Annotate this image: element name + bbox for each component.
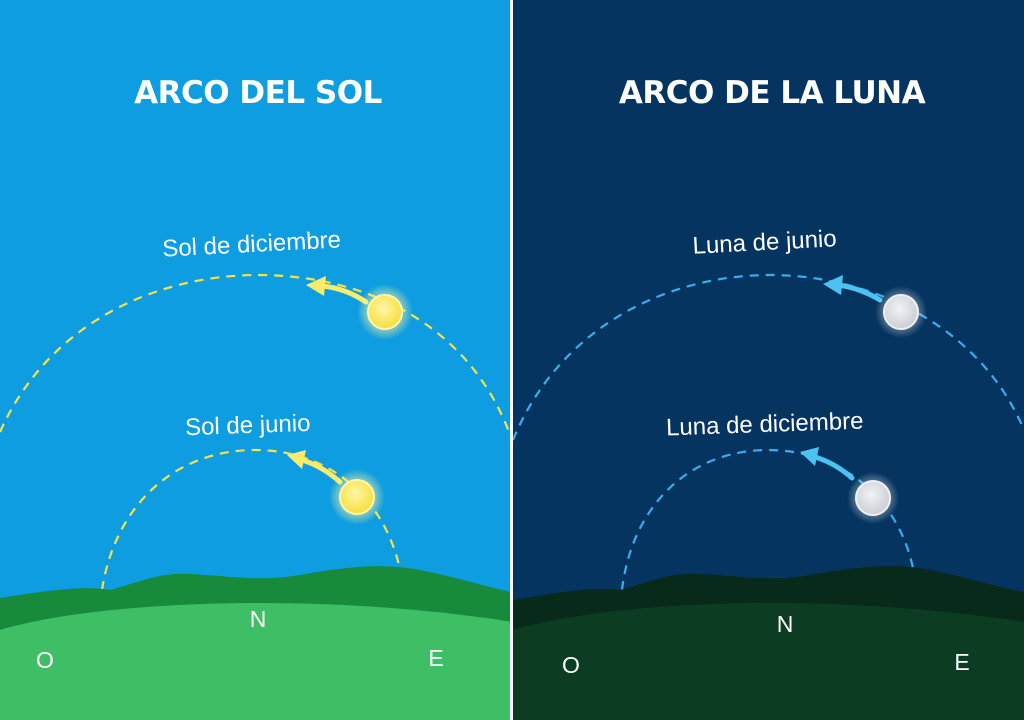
moon-front-hill	[513, 603, 1024, 720]
moon-direction-east: E	[954, 649, 969, 675]
moon-direction-west: O	[562, 652, 580, 678]
sun-direction-east: E	[428, 645, 443, 671]
panel-divider	[510, 0, 513, 720]
sun-front-hill	[0, 603, 510, 720]
moon-direction-north: N	[777, 611, 794, 637]
moon-lower-arc	[620, 448, 917, 591]
moon-panel-title: ARCO DE LA LUNA	[619, 75, 926, 111]
sun-lower-arc-label: Sol de junio	[185, 410, 311, 441]
moon-icon	[875, 286, 927, 338]
moon-icon	[847, 472, 899, 524]
sun-panel: ARCO DEL SOL Sol de diciembre Sol de jun…	[0, 0, 510, 720]
sun-icon	[357, 284, 413, 340]
moon-panel: ARCO DE LA LUNA Luna de junio Luna de di…	[513, 0, 1024, 720]
sun-direction-west: O	[36, 647, 54, 673]
sun-icon	[329, 469, 385, 525]
sun-upper-arc	[0, 273, 510, 438]
moon-upper-direction-arrow	[823, 275, 883, 303]
sun-direction-north: N	[250, 606, 267, 632]
moon-lower-direction-arrow	[800, 447, 855, 481]
sun-panel-title: ARCO DEL SOL	[134, 75, 382, 111]
sun-lower-arc	[100, 448, 404, 591]
moon-upper-arc	[513, 273, 1024, 441]
